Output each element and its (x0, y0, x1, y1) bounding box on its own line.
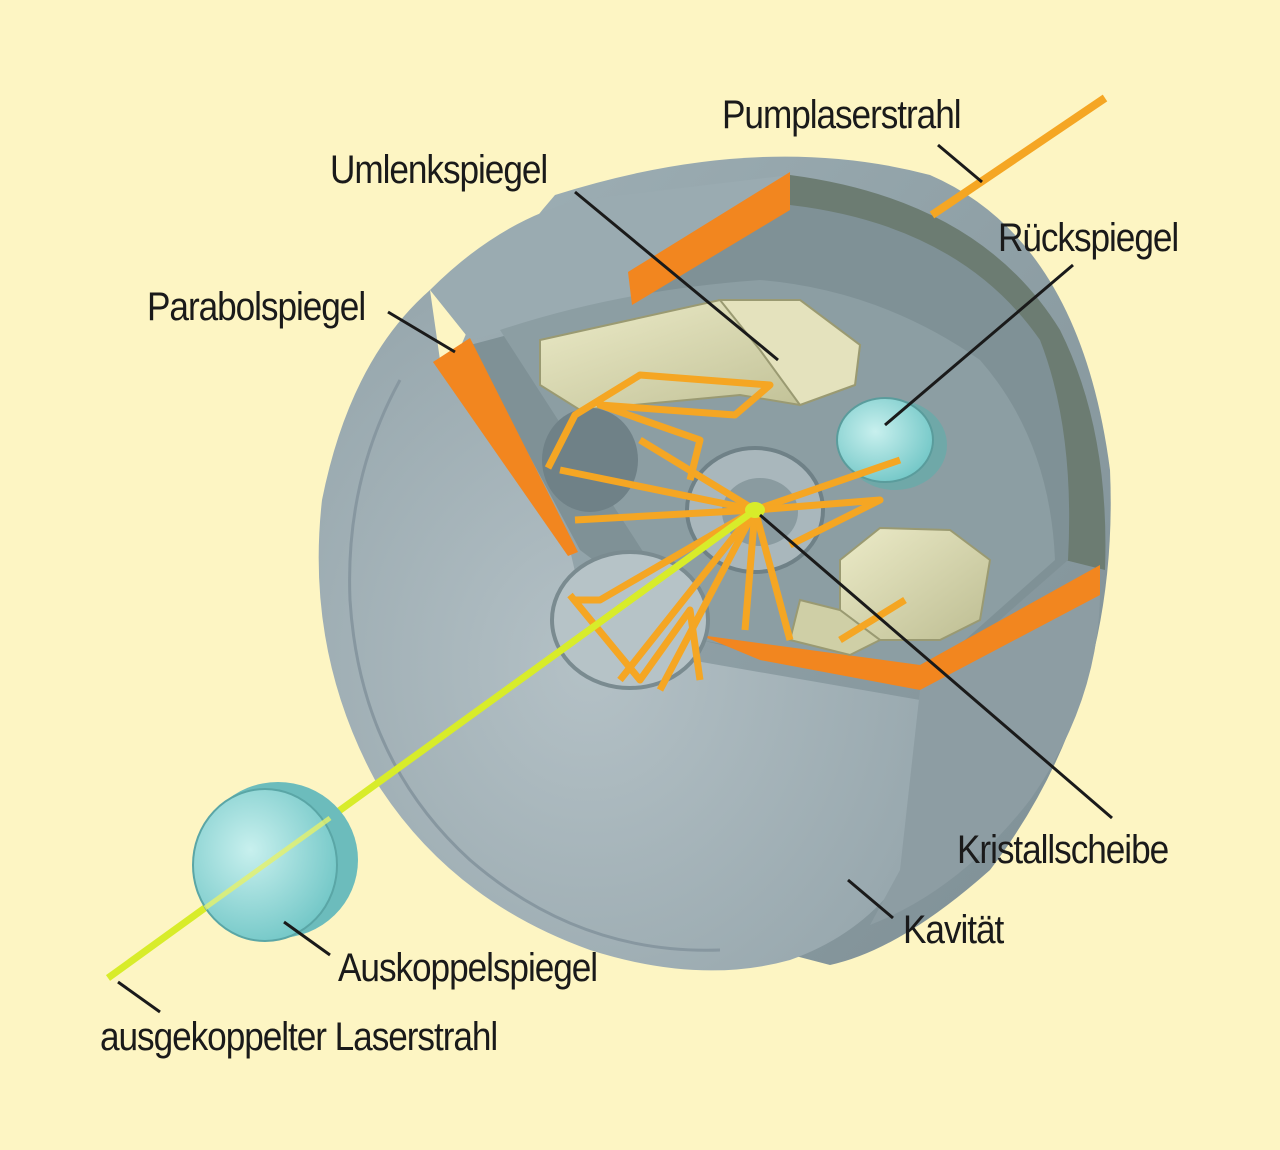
pump-laser-beam (929, 94, 1108, 219)
prism-top-cap (717, 299, 862, 407)
face-ring (348, 379, 721, 952)
cutaway-edges (433, 172, 1100, 690)
cut-edge-left (433, 338, 578, 556)
label-auskoppelspiegel: Auskoppelspiegel (338, 946, 598, 990)
label-kristallscheibe: Kristallscheibe (957, 828, 1169, 872)
label-ausgekoppelter-laserstrahl: ausgekoppelter Laserstrahl (100, 1015, 498, 1059)
cut-edge-top (628, 172, 790, 305)
back-mirror (836, 397, 947, 490)
leader-parabolspiegel (387, 310, 456, 354)
label-kavitaet: Kavität (903, 908, 1004, 952)
cut-edge-bottom (700, 635, 920, 690)
label-rueckspiegel: Rückspiegel (998, 216, 1179, 260)
leader-auskoppelspiegel (283, 920, 331, 957)
leader-umlenkspiegel (574, 190, 779, 362)
leader-kavitaet (847, 878, 894, 920)
label-pumplaserstrahl: Pumplaserstrahl (722, 93, 962, 137)
prism-bottom-body (788, 598, 882, 657)
housing-top-wall (430, 175, 790, 340)
deflection-prisms (539, 299, 992, 657)
label-umlenkspiegel: Umlenkspiegel (330, 148, 548, 192)
output-coupler-mirror (192, 782, 358, 942)
housing-right-wall (870, 590, 1100, 925)
leader-ausgekoppelter (117, 980, 161, 1014)
center-bore (550, 550, 710, 690)
housing-front-face (318, 290, 920, 971)
leader-rueckspiegel (884, 263, 1074, 427)
pump-beam-paths (544, 371, 907, 692)
label-parabolspiegel: Parabolspiegel (147, 285, 366, 329)
leader-pumplaserstrahl (937, 143, 983, 184)
left-mount-hole (542, 408, 638, 512)
leader-lines (117, 143, 1113, 1014)
cut-edge-right (920, 565, 1100, 690)
leader-kristallscheibe (759, 513, 1113, 820)
